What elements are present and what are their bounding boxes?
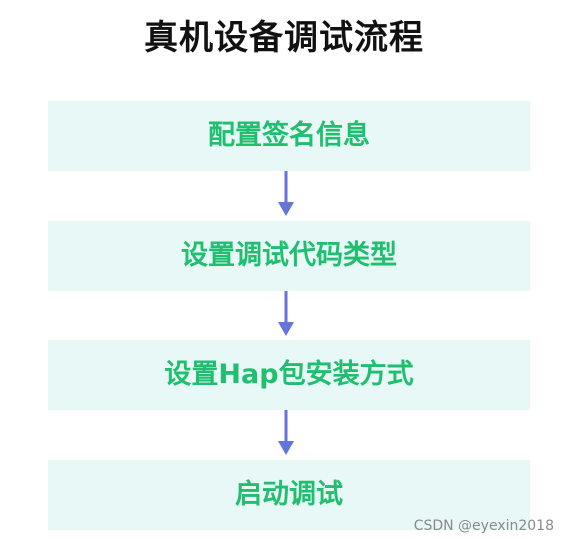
flow-arrow-down-icon <box>278 410 294 455</box>
flow-step-label: 配置签名信息 <box>208 120 370 151</box>
flow-step-configure-signature: 配置签名信息 <box>48 101 530 171</box>
flow-step-debug-code-type: 设置调试代码类型 <box>48 221 530 291</box>
flow-step-label: 设置调试代码类型 <box>181 240 397 271</box>
diagram-title: 真机设备调试流程 <box>144 18 424 58</box>
flow-arrow-down-icon <box>278 291 294 336</box>
flow-step-hap-install-mode: 设置Hap包安装方式 <box>48 340 530 410</box>
flow-step-label: 启动调试 <box>235 479 343 510</box>
flow-step-label: 设置Hap包安装方式 <box>164 359 414 390</box>
flow-step-start-debug: 启动调试 <box>48 460 530 530</box>
flow-arrow-down-icon <box>278 171 294 216</box>
watermark: CSDN @eyexin2018 <box>413 518 554 534</box>
